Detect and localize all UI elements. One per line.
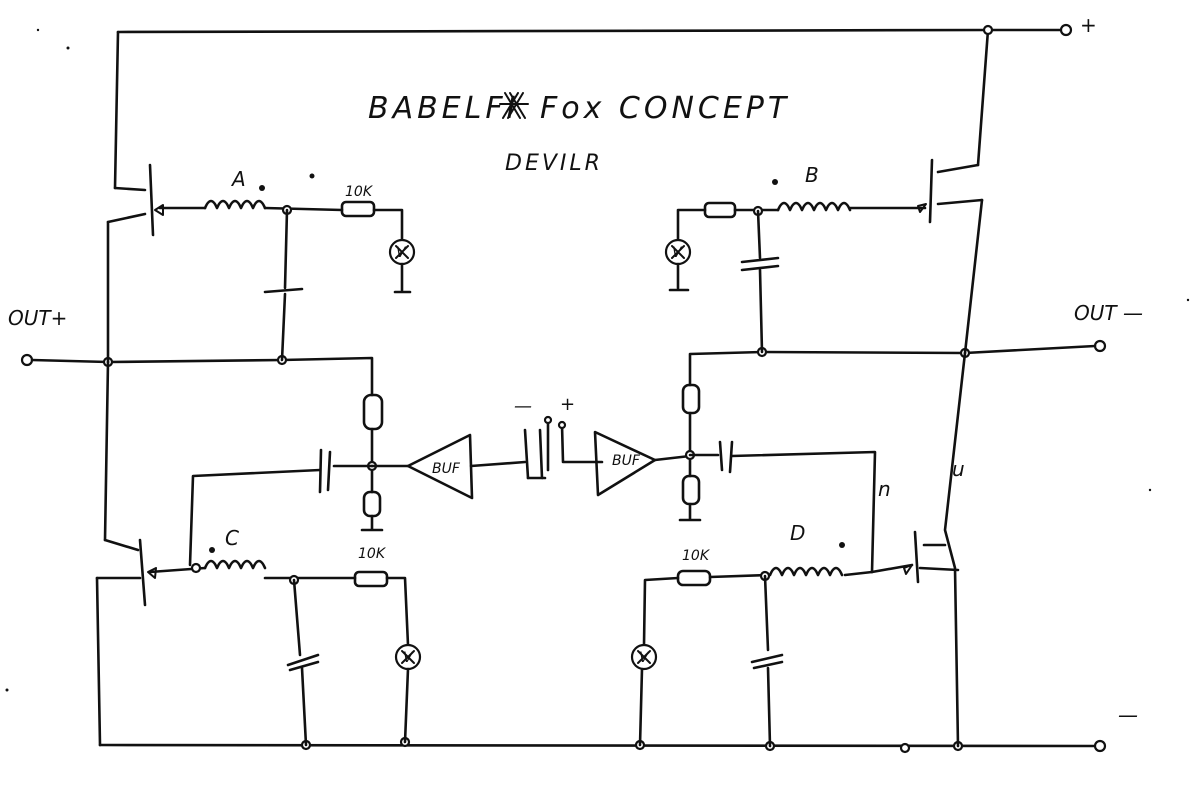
inductor-a bbox=[203, 199, 267, 210]
supply-terminal-right bbox=[557, 420, 567, 430]
resistor-b bbox=[703, 201, 737, 219]
wire-label-n: n bbox=[878, 477, 891, 501]
out-plus-label: OUT+ bbox=[8, 306, 67, 330]
polarity-dot-b bbox=[772, 179, 778, 185]
out-plus-terminal[interactable] bbox=[20, 353, 34, 367]
resistor-left-lower bbox=[362, 490, 382, 518]
supply-plus-label: + bbox=[560, 394, 575, 415]
stage-d bbox=[630, 530, 960, 748]
right-vertical-bus bbox=[943, 351, 967, 748]
stray-dot-a bbox=[309, 173, 315, 179]
stage-a-label: A bbox=[230, 167, 246, 191]
junction-top-right bbox=[982, 24, 994, 36]
title-part2: Fox CONCEPT bbox=[540, 91, 790, 126]
meter-b-label: V bbox=[672, 245, 683, 261]
resistor-c bbox=[353, 570, 389, 588]
meter-d-label: V bbox=[639, 650, 650, 666]
buffer-right bbox=[593, 430, 657, 497]
out-minus-terminal[interactable] bbox=[1093, 339, 1107, 353]
center-supply bbox=[523, 415, 604, 480]
polarity-dot-a bbox=[259, 185, 265, 191]
out-plus-bus bbox=[30, 356, 374, 397]
stage-b-label: B bbox=[805, 163, 819, 187]
resistor-d bbox=[676, 569, 712, 587]
minus-terminal[interactable] bbox=[1093, 739, 1107, 753]
coupling-cap-right bbox=[718, 440, 734, 474]
out-minus-label: OUT — bbox=[1074, 301, 1143, 325]
buffer-right-label: BUF bbox=[612, 453, 641, 469]
capacitor-c bbox=[286, 653, 320, 672]
meter-c-label: V bbox=[403, 650, 414, 666]
resistor-a-label: 10K bbox=[345, 184, 374, 200]
left-buffer-network bbox=[188, 393, 527, 567]
polarity-dot-d bbox=[839, 542, 845, 548]
bottom-supply-rail bbox=[98, 743, 1098, 748]
stage-c-label: C bbox=[225, 526, 239, 550]
stage-a bbox=[106, 163, 416, 364]
resistor-d-label: 10K bbox=[682, 548, 711, 564]
capacitor-a bbox=[263, 287, 304, 294]
crossed-out-mark bbox=[499, 92, 529, 119]
paper-specks bbox=[5, 28, 1190, 692]
polarity-dot-c bbox=[209, 547, 215, 553]
title-part1: BABELFI bbox=[368, 91, 519, 126]
junction-bottom-5 bbox=[899, 742, 911, 754]
capacitor-b bbox=[740, 256, 780, 272]
plus-terminal-label: + bbox=[1080, 13, 1097, 37]
inductor-d bbox=[768, 566, 844, 577]
resistor-right-lower bbox=[681, 474, 701, 506]
inductor-c bbox=[203, 559, 267, 570]
transistor-b bbox=[917, 158, 984, 355]
out-minus-bus bbox=[688, 344, 1097, 387]
subtitle: DEVILR bbox=[505, 151, 603, 176]
resistor-c-label: 10K bbox=[358, 546, 387, 562]
junction-c-base bbox=[190, 562, 202, 574]
transistor-d bbox=[870, 530, 960, 584]
transistor-c bbox=[95, 538, 157, 747]
stage-c bbox=[95, 538, 422, 747]
left-vertical-bus bbox=[103, 360, 110, 542]
right-buffer-network bbox=[593, 383, 877, 574]
resistor-a bbox=[340, 200, 376, 218]
inductor-b bbox=[776, 201, 852, 212]
capacitor-d bbox=[750, 653, 784, 670]
plus-terminal[interactable] bbox=[1059, 23, 1073, 37]
stage-b bbox=[664, 158, 984, 355]
resistor-right-upper bbox=[681, 383, 701, 415]
minus-terminal-label: — bbox=[1118, 703, 1138, 727]
meter-a-label: V bbox=[396, 245, 407, 261]
stage-d-label: D bbox=[790, 521, 805, 545]
supply-minus-label: — bbox=[514, 396, 532, 417]
transistor-a bbox=[106, 163, 164, 364]
coupling-cap-left bbox=[318, 448, 332, 494]
buffer-left-label: BUF bbox=[432, 461, 461, 477]
resistor-left-upper bbox=[362, 393, 384, 431]
wire-label-u: u bbox=[952, 457, 965, 481]
supply-terminal-left bbox=[543, 415, 553, 425]
